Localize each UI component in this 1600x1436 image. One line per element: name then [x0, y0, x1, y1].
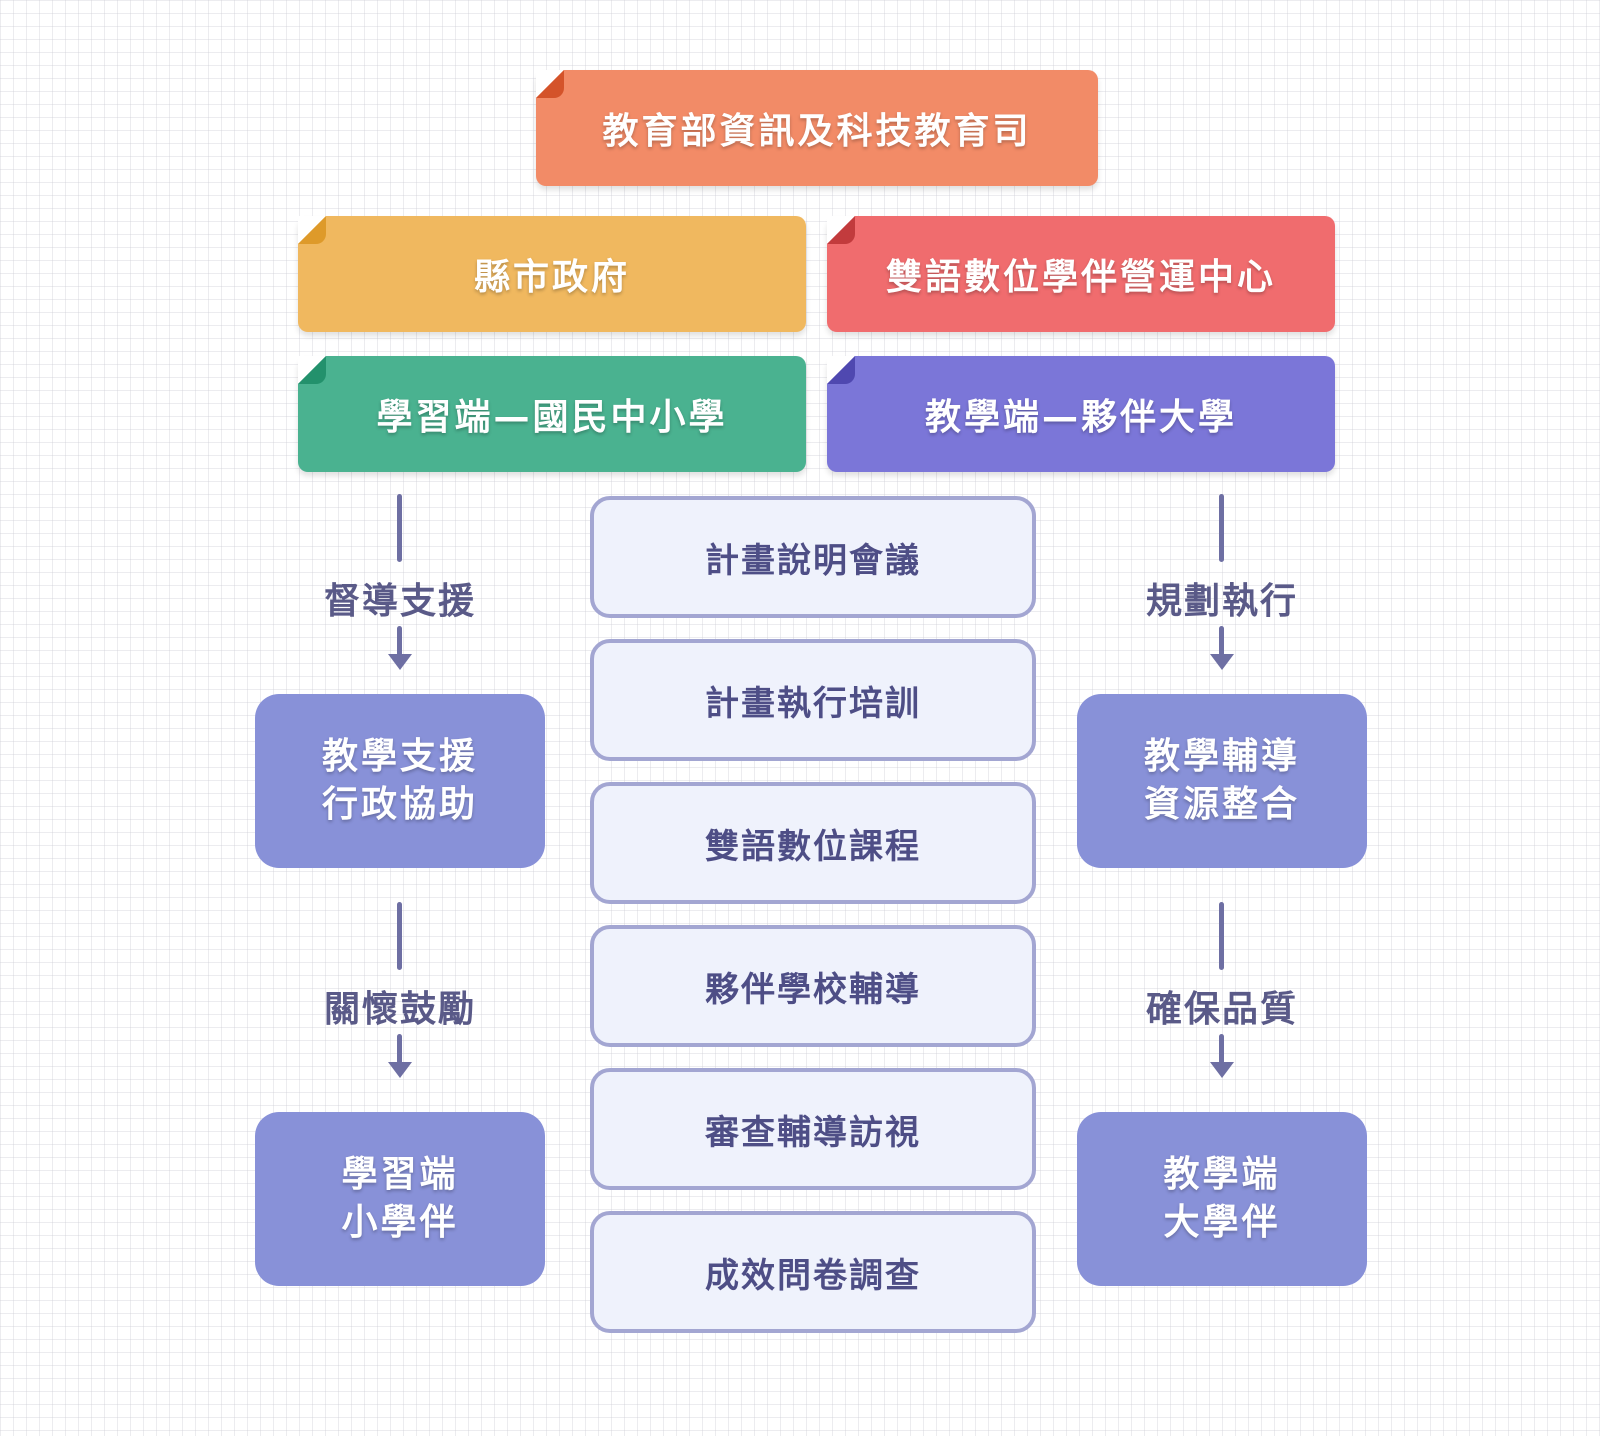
connector-line [1219, 494, 1224, 562]
box-line: 教學端 [1163, 1154, 1281, 1195]
flow-label-plan: 規劃執行 [1145, 581, 1298, 622]
left-box-support: 教學支援 行政協助 [255, 694, 545, 868]
right-box-guidance: 教學輔導 資源整合 [1077, 694, 1367, 868]
connector-line [397, 494, 402, 562]
arrow-down-icon [388, 654, 412, 670]
box-line: 教學輔導 [1143, 736, 1300, 777]
step-school-guidance: 夥伴學校輔導 [590, 925, 1036, 1047]
ministry-title: 教育部資訊及科技教育司 [602, 111, 1032, 152]
step-label: 雙語數位課程 [705, 826, 921, 867]
learning-end-banner: 學習端—國民中小學 [298, 356, 806, 472]
box-line: 資源整合 [1143, 784, 1300, 825]
step-review-visit: 審查輔導訪視 [590, 1068, 1036, 1190]
step-training: 計畫執行培訓 [590, 639, 1036, 761]
step-label: 成效問卷調查 [705, 1255, 921, 1296]
arrow-down-icon [1210, 1062, 1234, 1078]
box-line: 教學支援 [321, 736, 478, 777]
connector-line [397, 626, 402, 656]
ministry-banner: 教育部資訊及科技教育司 [536, 70, 1098, 186]
connector-line [397, 902, 402, 970]
step-label: 夥伴學校輔導 [705, 969, 921, 1010]
learning-end-title: 學習端—國民中小學 [376, 397, 728, 438]
connector-line [1219, 902, 1224, 970]
flow-label-quality: 確保品質 [1145, 989, 1298, 1030]
county-banner: 縣市政府 [298, 216, 806, 332]
center-title: 雙語數位學伴營運中心 [885, 257, 1276, 298]
teaching-end-banner: 教學端—夥伴大學 [827, 356, 1335, 472]
connector-line [1219, 626, 1224, 656]
box-line: 學習端 [341, 1154, 459, 1195]
step-label: 計畫執行培訓 [705, 683, 921, 724]
connector-line [1219, 1034, 1224, 1064]
step-survey: 成效問卷調查 [590, 1211, 1036, 1333]
arrow-down-icon [1210, 654, 1234, 670]
flow-label-care: 關懷鼓勵 [323, 989, 476, 1030]
county-title: 縣市政府 [473, 257, 630, 298]
step-briefing: 計畫說明會議 [590, 496, 1036, 618]
center-banner: 雙語數位學伴營運中心 [827, 216, 1335, 332]
step-course: 雙語數位課程 [590, 782, 1036, 904]
box-line: 小學伴 [341, 1202, 459, 1243]
step-label: 計畫說明會議 [705, 540, 921, 581]
box-line: 行政協助 [321, 784, 478, 825]
teaching-end-title: 教學端—夥伴大學 [924, 397, 1237, 438]
left-box-student: 學習端 小學伴 [255, 1112, 545, 1286]
flow-label-supervise: 督導支援 [323, 581, 476, 622]
box-line: 大學伴 [1163, 1202, 1281, 1243]
right-box-tutor: 教學端 大學伴 [1077, 1112, 1367, 1286]
step-label: 審查輔導訪視 [705, 1112, 921, 1153]
arrow-down-icon [388, 1062, 412, 1078]
connector-line [397, 1034, 402, 1064]
